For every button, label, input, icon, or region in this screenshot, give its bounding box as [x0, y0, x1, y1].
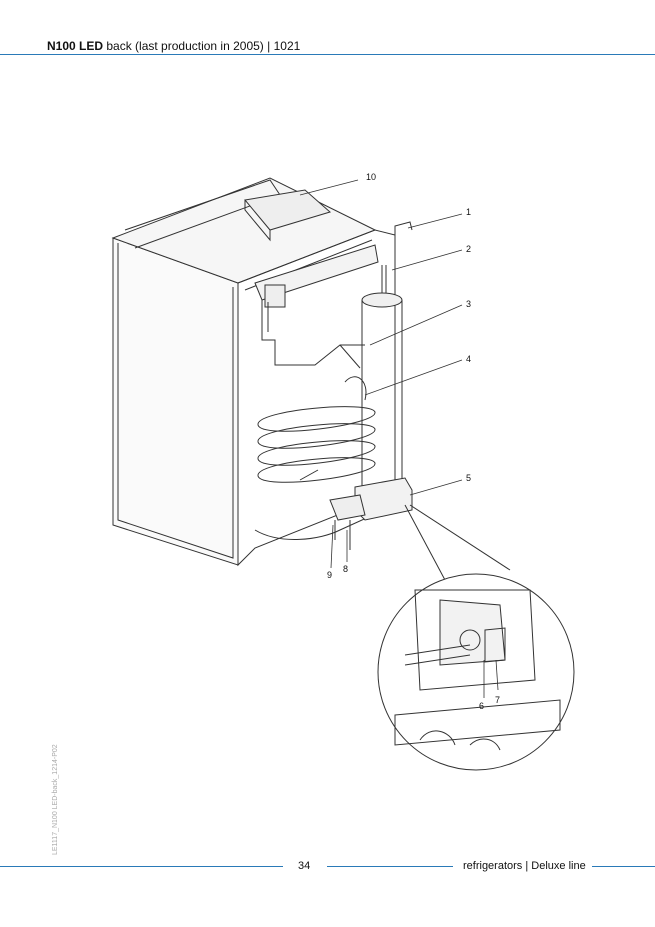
callout-8: 8	[343, 564, 348, 574]
page-title: N100 LED back (last production in 2005) …	[47, 39, 300, 53]
callout-5: 5	[466, 473, 471, 483]
callout-4: 4	[466, 354, 471, 364]
callout-6: 6	[479, 701, 484, 711]
model-subtitle: back (last production in 2005)	[106, 39, 264, 53]
footer-rule	[0, 866, 283, 867]
model-name: N100 LED	[47, 39, 104, 53]
footer-rule	[592, 866, 655, 867]
callout-9: 9	[327, 570, 332, 580]
figure-reference: LE1117_N100 LED-back_1214-P02	[52, 744, 59, 855]
callout-7: 7	[495, 695, 500, 705]
callout-2: 2	[466, 244, 471, 254]
callout-10: 10	[366, 172, 376, 182]
callout-3: 3	[466, 299, 471, 309]
footer-section-title: refrigerators | Deluxe line	[463, 860, 586, 872]
footer-rule	[327, 866, 453, 867]
title-separator: |	[267, 39, 271, 53]
callout-1: 1	[466, 207, 471, 217]
page-number: 34	[298, 860, 311, 872]
model-code: 1021	[273, 39, 301, 53]
header-rule	[0, 54, 655, 55]
